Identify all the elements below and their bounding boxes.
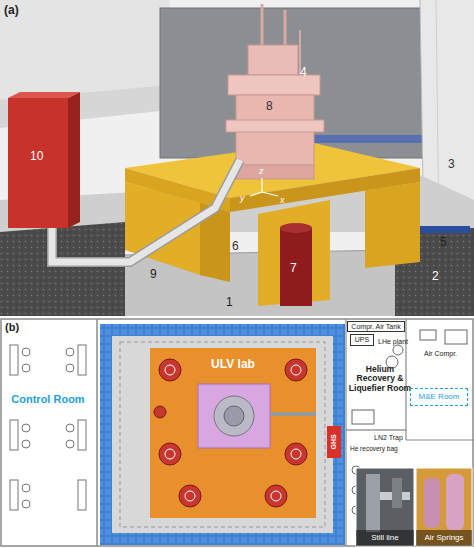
- callout-label: 1: [226, 296, 233, 308]
- callout-label: LN2 Trap: [374, 434, 403, 441]
- callout-label: 3: [448, 158, 455, 170]
- room-label: GHS: [330, 434, 338, 449]
- callout-label: 4: [300, 66, 307, 78]
- callout-label: y: [240, 194, 245, 203]
- callout-label: Air Compr.: [424, 350, 457, 357]
- room-box: ULV lab: [150, 348, 316, 518]
- callout-label: 2: [432, 270, 439, 282]
- callout-label: (b): [5, 322, 19, 333]
- room-box: Still line: [356, 530, 414, 546]
- room-label: Air Springs: [424, 534, 463, 543]
- room-label: M&E Room: [419, 393, 460, 402]
- room-box: Compr. Air Tank: [347, 321, 405, 332]
- callout-label: 9: [150, 268, 157, 280]
- room-label: ULV lab: [211, 358, 255, 371]
- callout-label: 6: [232, 240, 239, 252]
- callout-label: He recovery bag: [350, 446, 398, 453]
- callout-label: 10: [30, 150, 43, 162]
- room-label: Helium Recovery & Liquefier Room: [348, 365, 412, 394]
- room-label: Still line: [371, 534, 399, 543]
- callout-label: 5: [440, 236, 447, 248]
- room-label: Compr. Air Tank: [351, 323, 400, 331]
- room-label: Control Room: [11, 393, 84, 405]
- callout-label: x: [280, 196, 285, 205]
- callout-label: (a): [4, 4, 19, 16]
- callout-label: LHe plant: [378, 338, 408, 345]
- room-label: UPS: [355, 336, 369, 344]
- callout-label: 8: [266, 100, 273, 112]
- room-box: Helium Recovery & Liquefier Room: [348, 354, 412, 404]
- room-box: Control Room: [4, 390, 92, 408]
- room-box: UPS: [350, 334, 374, 346]
- callout-label: 7: [290, 262, 297, 274]
- callout-label: z: [259, 167, 264, 176]
- room-box: Air Springs: [416, 530, 472, 546]
- room-box: M&E Room: [410, 388, 468, 406]
- room-box: GHS: [327, 426, 341, 458]
- lab-equipment: [150, 348, 316, 518]
